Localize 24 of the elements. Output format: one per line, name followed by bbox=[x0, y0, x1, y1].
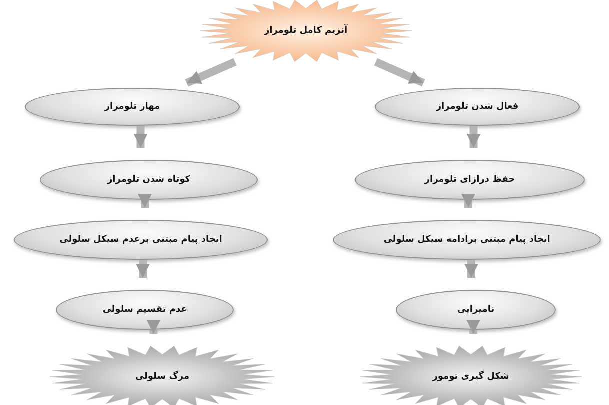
arrow bbox=[134, 126, 148, 148]
starburst-shape bbox=[200, 0, 412, 62]
node-label: فعال شدن تلومراز bbox=[436, 102, 519, 112]
arrow bbox=[462, 194, 476, 208]
arrow bbox=[466, 126, 481, 148]
starburst-shape bbox=[50, 346, 275, 405]
node-label: ایجاد پیام مبتنی برعدم سیکل سلولی bbox=[60, 235, 222, 245]
arrow bbox=[146, 320, 161, 334]
arrow bbox=[138, 194, 152, 208]
node-label: کوتاه شدن تلومراز bbox=[107, 175, 191, 185]
starburst-shape bbox=[360, 346, 582, 405]
arrow bbox=[464, 260, 478, 278]
node-label: ایجاد پیام مبتنی برادامه سیکل سلولی bbox=[384, 235, 550, 245]
arrow bbox=[136, 260, 150, 278]
arrow bbox=[374, 58, 426, 87]
node-label: مهار تلومراز bbox=[104, 102, 160, 112]
arrow bbox=[185, 58, 237, 87]
node-label: مرگ سلولی bbox=[135, 372, 190, 382]
node-label: شکل گیری تومور bbox=[432, 372, 510, 382]
arrow bbox=[466, 320, 480, 334]
node-label: نامیرایی bbox=[457, 305, 495, 315]
node-label: حفظ درازای تلومراز bbox=[424, 175, 516, 185]
node-label: عدم تقسیم سلولی bbox=[102, 305, 188, 315]
node-label: آنزیم کامل تلومراز bbox=[264, 26, 348, 36]
